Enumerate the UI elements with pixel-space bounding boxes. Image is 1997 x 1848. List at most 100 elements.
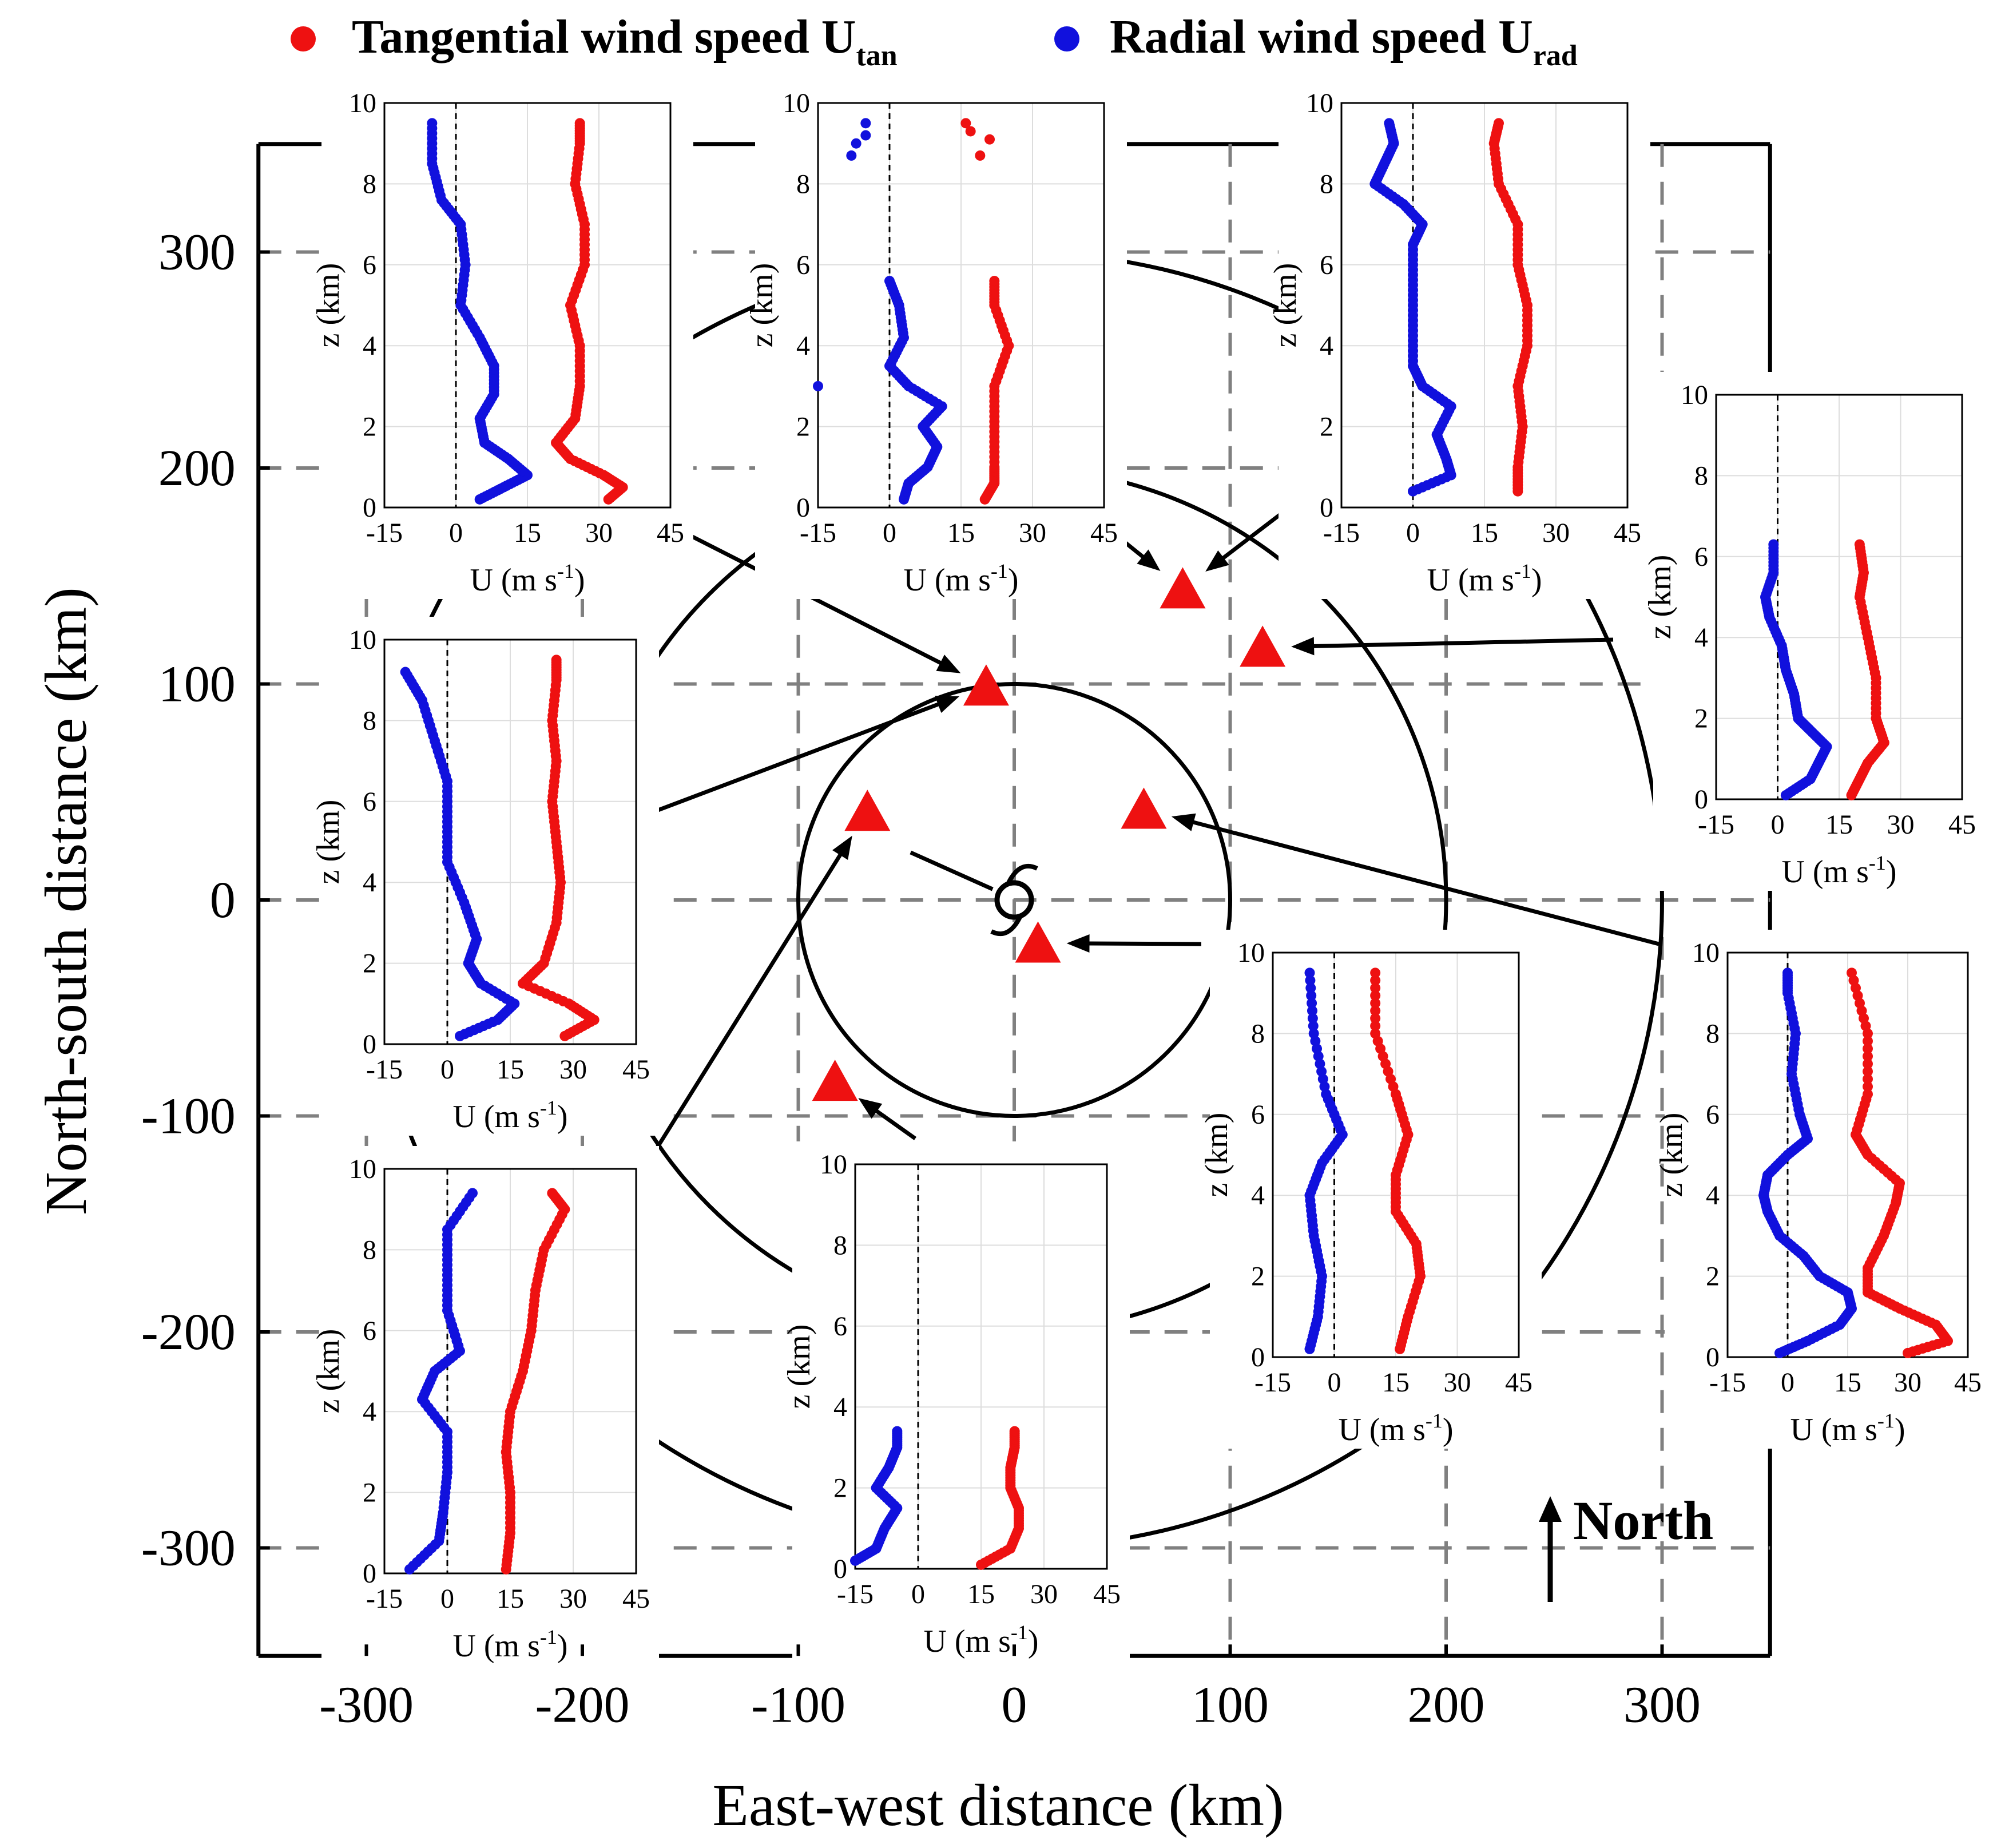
inset-x-tick-label: -15 [837, 1579, 874, 1609]
pointer-arrow [1303, 637, 1614, 649]
inset-background [321, 617, 659, 1136]
inset-y-tick-label: 10 [349, 1154, 376, 1184]
inset-x-label-end: ) [1008, 562, 1019, 598]
tangential-point [1370, 1013, 1381, 1024]
tangential-point [1370, 1021, 1381, 1032]
pointer-arrowhead [832, 835, 852, 860]
inset-x-tick-label: 45 [1954, 1367, 1982, 1398]
inset-y-label: z (km) [744, 263, 780, 348]
inset-x-label-sup: -1 [1426, 1409, 1443, 1432]
inset-x-tick-label: 45 [1505, 1367, 1533, 1398]
y-tick-label: 200 [158, 440, 236, 497]
inset-y-tick-label: 2 [363, 949, 376, 979]
y-tick-label: -200 [141, 1304, 236, 1361]
tangential-point [1370, 982, 1381, 993]
radial-point [1384, 118, 1395, 129]
inset-y-label: z (km) [781, 1324, 817, 1409]
inset-x-label: U (m s-1) [1338, 1409, 1453, 1448]
pointer-arrowhead [1291, 637, 1315, 656]
radial-point [884, 276, 895, 287]
inset-y-tick-label: 0 [1320, 493, 1333, 523]
inset-y-tick-label: 4 [833, 1392, 847, 1422]
station-triangle [1160, 567, 1206, 609]
pointer-arrow [1182, 817, 1659, 946]
x-tick-label: 100 [1192, 1676, 1269, 1733]
pointer-arrowhead [858, 1098, 883, 1119]
x-tick-label: 200 [1408, 1676, 1485, 1733]
inset-y-tick-label: 6 [833, 1311, 847, 1342]
inset-background [1665, 930, 1991, 1449]
inset-x-tick-label: 30 [585, 518, 613, 548]
pointer-arrowhead [1066, 934, 1090, 953]
inset-x-tick-label: -15 [1323, 518, 1360, 548]
inset-x-label-sup: -1 [1877, 1409, 1895, 1432]
inset-x-tick-label: 15 [1825, 810, 1853, 840]
inset-y-tick-label: 4 [1320, 331, 1333, 361]
tangential-point [1863, 1073, 1873, 1084]
tangential-point [1494, 118, 1504, 129]
inset-y-tick-label: 0 [1694, 784, 1708, 815]
pointer-arrow [910, 850, 994, 891]
radial-point [860, 130, 871, 141]
radial-point [1305, 982, 1316, 993]
inset-background [1279, 80, 1650, 599]
pointer-arrow [650, 844, 848, 1157]
inset-frame [1715, 394, 1963, 800]
inset-x-tick-label: -15 [366, 518, 403, 548]
radial-point [1782, 967, 1793, 978]
inset-x-tick-label: 45 [1093, 1579, 1121, 1609]
inset-y-tick-label: 8 [363, 169, 376, 199]
inset-x-label-end: ) [1443, 1412, 1454, 1448]
inset-frame [383, 639, 637, 1045]
inset-y-tick-label: 6 [1320, 250, 1333, 280]
inset-y-tick-label: 2 [1706, 1262, 1720, 1292]
radial-point [400, 667, 411, 677]
inset-x-tick-label: 0 [440, 1054, 454, 1085]
inset-y-tick-label: 6 [1251, 1100, 1265, 1130]
x-tick-label: -300 [319, 1676, 414, 1733]
inset-x-tick-label: -15 [800, 518, 836, 548]
y-axis-label: North-south distance (km) [33, 587, 99, 1215]
legend-marker-tangential [291, 26, 316, 51]
inset-x-label-end: ) [1886, 854, 1897, 890]
inset-x-tick-label: 15 [1382, 1367, 1410, 1398]
inset-background [792, 1141, 1130, 1660]
inset-frame [1340, 102, 1629, 509]
inset-x-tick-label: 15 [947, 518, 975, 548]
inset-background [321, 1146, 659, 1665]
pointer-arrowhead [936, 655, 961, 673]
inset-x-tick-label: 30 [1019, 518, 1046, 548]
inset-x-tick-label: -15 [1709, 1367, 1746, 1398]
inset-x-tick-label: 45 [1948, 810, 1976, 840]
inset-y-tick-label: 8 [1706, 1018, 1720, 1049]
inset-y-tick-label: 10 [1237, 938, 1265, 968]
tangential-point [574, 118, 585, 129]
inset-x-tick-label: -15 [366, 1584, 403, 1614]
tangential-point [1863, 1058, 1873, 1069]
x-tick-label: -100 [751, 1676, 845, 1733]
inset-y-tick-label: 6 [1694, 542, 1708, 572]
inset-y-tick-label: 8 [833, 1230, 847, 1260]
inset-y-tick-label: 8 [363, 705, 376, 736]
inset-x-tick-label: -15 [366, 1054, 403, 1085]
inset-y-tick-label: 10 [349, 88, 376, 118]
inset-background [321, 80, 693, 599]
x-axis-label: East-west distance (km) [712, 1772, 1284, 1838]
inset-frame [1726, 951, 1969, 1358]
legend-marker-radial [1054, 26, 1079, 51]
inset-x-tick-label: 15 [1834, 1367, 1861, 1398]
pointer-arrowhead [935, 696, 960, 713]
inset-x-tick-label: 30 [559, 1584, 587, 1614]
inset-y-tick-label: 4 [363, 867, 376, 898]
inset-y-label: z (km) [1654, 1113, 1689, 1197]
inset-y-tick-label: 2 [363, 1478, 376, 1508]
inset-y-label: z (km) [311, 1329, 346, 1414]
tangential-point [1370, 990, 1381, 1001]
